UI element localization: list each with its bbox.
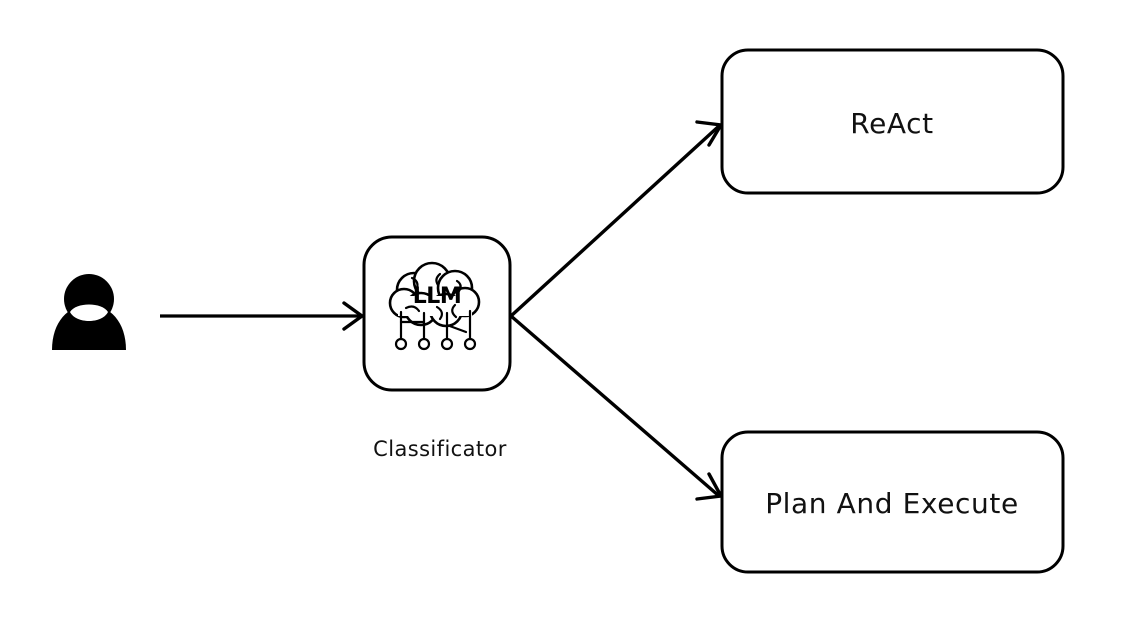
node-react-label: ReAct xyxy=(850,107,933,140)
edge-user-to-classificator xyxy=(160,301,365,331)
edge-classificator-to-plan xyxy=(509,314,724,501)
node-plan-and-execute-box[interactable] xyxy=(720,430,1065,574)
user-body-icon xyxy=(52,305,126,350)
edge-classificator-to-plan-line xyxy=(509,314,721,498)
user-person-icon xyxy=(52,274,126,350)
node-classificator-label: Classificator xyxy=(373,437,507,461)
brain-inner-fill xyxy=(398,296,472,316)
user-neck-gap xyxy=(70,304,108,321)
llm-brain-icon: LLM xyxy=(388,261,481,351)
edge-classificator-to-react-line xyxy=(509,124,721,318)
llm-brain-icon-text: LLM xyxy=(413,284,461,309)
node-plan-and-execute-label: Plan And Execute xyxy=(765,487,1019,520)
node-plan-and-execute[interactable]: Plan And Execute xyxy=(720,430,1065,574)
node-react-box[interactable] xyxy=(720,48,1065,195)
edge-user-to-classificator-arrowhead xyxy=(342,301,365,331)
node-react[interactable]: ReAct xyxy=(720,48,1065,195)
edge-classificator-to-react xyxy=(509,120,724,318)
node-classificator[interactable]: LLM Classificator xyxy=(362,235,512,461)
